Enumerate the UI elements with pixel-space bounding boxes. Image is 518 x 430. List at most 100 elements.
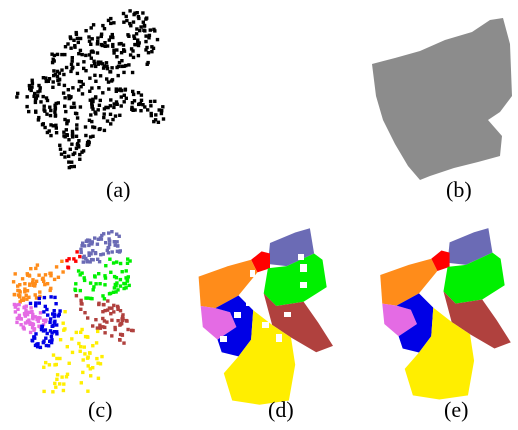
segment-point-yellow bbox=[70, 337, 74, 341]
segment-point-brown bbox=[97, 301, 101, 305]
point bbox=[64, 128, 68, 132]
segment-point-green bbox=[104, 264, 108, 268]
point bbox=[102, 115, 106, 120]
segment-point-blue bbox=[39, 327, 44, 332]
segment-point-blue bbox=[35, 345, 40, 349]
segment-point-purple bbox=[88, 260, 92, 264]
segment-point-brown bbox=[116, 319, 120, 323]
point bbox=[101, 91, 105, 95]
segment-point-blue bbox=[55, 330, 59, 334]
point bbox=[68, 35, 72, 39]
point bbox=[112, 105, 116, 110]
segment-point-yellow bbox=[86, 335, 90, 339]
panel-c-segmented-points bbox=[11, 230, 135, 394]
segment-point-green bbox=[94, 282, 98, 286]
point bbox=[77, 79, 82, 84]
segment-region-orange bbox=[198, 259, 258, 309]
point bbox=[67, 94, 71, 98]
segment-point-purple bbox=[96, 237, 101, 241]
point bbox=[96, 108, 100, 112]
point bbox=[122, 49, 127, 53]
segment-hole bbox=[220, 336, 227, 342]
point bbox=[121, 43, 126, 47]
point bbox=[25, 104, 29, 109]
segment-point-blue bbox=[45, 307, 49, 312]
point bbox=[155, 37, 160, 42]
point bbox=[146, 51, 151, 55]
point bbox=[105, 44, 110, 48]
point bbox=[78, 105, 83, 109]
point bbox=[27, 109, 31, 114]
point bbox=[152, 27, 156, 32]
point bbox=[55, 52, 60, 57]
segment-point-purple bbox=[87, 238, 92, 243]
segment-point-orange bbox=[37, 273, 41, 277]
segment-point-green bbox=[76, 269, 81, 273]
point bbox=[44, 79, 48, 84]
point bbox=[105, 66, 110, 71]
point bbox=[105, 77, 109, 81]
segment-hole bbox=[246, 300, 253, 306]
segment-point-blue bbox=[46, 313, 50, 317]
segment-point-blue bbox=[42, 295, 47, 300]
point bbox=[91, 134, 95, 138]
point bbox=[49, 133, 53, 138]
point bbox=[69, 105, 74, 109]
segment-point-orange bbox=[56, 275, 61, 279]
point bbox=[99, 42, 103, 47]
segment-point-yellow bbox=[64, 375, 69, 379]
segment-point-violet bbox=[24, 308, 28, 312]
segment-point-violet bbox=[24, 311, 28, 315]
segment-point-green bbox=[114, 290, 118, 294]
point bbox=[63, 155, 67, 159]
point bbox=[139, 109, 143, 113]
segment-point-green bbox=[111, 290, 116, 294]
caption-a: (a) bbox=[106, 177, 130, 202]
segment-hole bbox=[310, 300, 317, 306]
segment-point-purple bbox=[90, 240, 94, 244]
segment-point-brown bbox=[101, 325, 105, 329]
segment-point-blue bbox=[51, 312, 55, 316]
point bbox=[33, 91, 37, 96]
point bbox=[130, 107, 134, 111]
point bbox=[161, 105, 165, 109]
point bbox=[47, 77, 52, 81]
segment-point-green bbox=[93, 275, 97, 279]
point bbox=[107, 87, 111, 91]
segment-point-orange bbox=[61, 270, 65, 274]
segment-point-red bbox=[75, 250, 79, 254]
point bbox=[29, 88, 33, 93]
segment-point-yellow bbox=[74, 330, 78, 335]
segment-point-purple bbox=[90, 242, 94, 246]
segment-point-yellow bbox=[88, 351, 92, 355]
point bbox=[16, 91, 20, 96]
point bbox=[36, 90, 40, 94]
segment-point-yellow bbox=[96, 361, 100, 365]
segment-point-red bbox=[72, 257, 76, 261]
segment-point-green bbox=[108, 291, 113, 296]
segment-point-brown bbox=[74, 294, 79, 298]
point bbox=[70, 160, 74, 164]
point bbox=[70, 56, 74, 60]
point bbox=[122, 93, 126, 97]
segment-point-violet bbox=[35, 317, 40, 321]
point bbox=[145, 62, 149, 66]
point bbox=[52, 59, 56, 63]
point bbox=[72, 38, 76, 42]
segment-region-orange bbox=[380, 258, 438, 306]
point bbox=[71, 86, 75, 90]
point bbox=[97, 103, 102, 107]
segment-point-brown bbox=[113, 327, 117, 332]
segment-point-purple bbox=[106, 251, 111, 255]
segment-point-brown bbox=[118, 338, 122, 342]
segment-point-violet bbox=[14, 303, 18, 307]
segment-point-green bbox=[116, 288, 120, 292]
point bbox=[117, 42, 121, 46]
point bbox=[80, 92, 85, 96]
segment-point-violet bbox=[19, 317, 23, 321]
segment-point-blue bbox=[46, 344, 51, 348]
point bbox=[66, 42, 70, 46]
point bbox=[70, 133, 75, 138]
segment-point-violet bbox=[33, 315, 37, 319]
point bbox=[89, 113, 93, 117]
